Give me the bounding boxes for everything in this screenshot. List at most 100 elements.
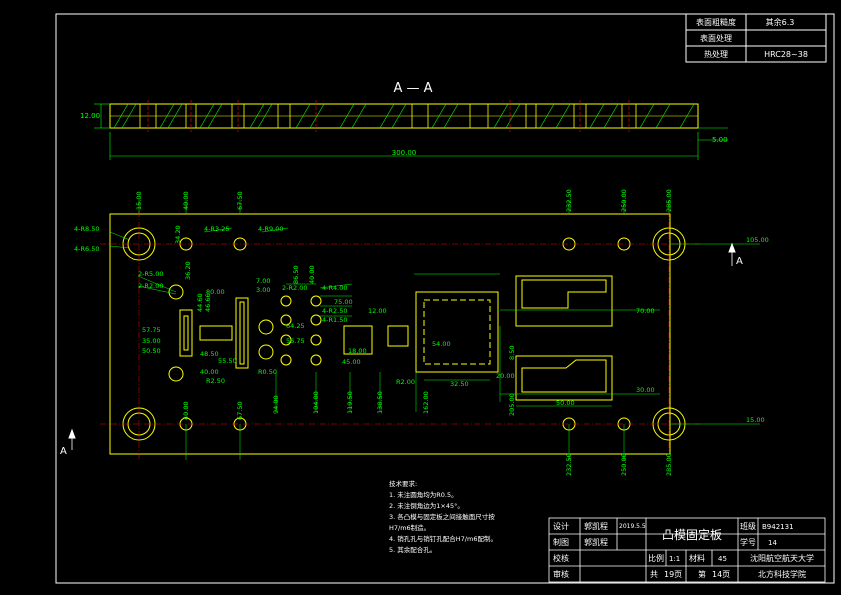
dim-top-40: 40.00 bbox=[182, 191, 190, 210]
dim-3000: 30.00 bbox=[636, 386, 655, 394]
dim-5000: 50.00 bbox=[556, 399, 575, 407]
dim-1500: 15.00 bbox=[746, 416, 765, 424]
heat-treatment-value: HRC28~38 bbox=[764, 50, 808, 59]
school-line2: 北方科技学院 bbox=[758, 569, 806, 579]
dim-r200: 2-R2.00 bbox=[138, 282, 163, 290]
dim-bot-250: 250.00 bbox=[620, 453, 628, 476]
plan-view bbox=[100, 200, 760, 460]
page-number: 14页 bbox=[712, 570, 730, 579]
dim-2r200: 2-R2.00 bbox=[282, 284, 307, 292]
tech-note-5: 4. 销孔孔与销钉孔配合H7/m6配制。 bbox=[389, 535, 497, 543]
dim-5775: 57.75 bbox=[142, 326, 161, 334]
dim-1200: 12.00 bbox=[368, 307, 387, 315]
section-dim-thickness: 12.00 bbox=[80, 112, 100, 120]
tech-note-2: 2. 未注倒角边为1×45°。 bbox=[389, 502, 464, 510]
dim-top-250: 250.00 bbox=[620, 189, 628, 212]
tech-note-1: 1. 未注圆角均为R0.5。 bbox=[389, 491, 458, 499]
tech-note-4: H7/m6制造。 bbox=[389, 524, 431, 532]
section-dim-length: 300.00 bbox=[392, 149, 417, 157]
dim-300: 3.00 bbox=[256, 286, 270, 294]
drawer-name: 郭凯程 bbox=[584, 537, 608, 547]
dim-4r250: 4-R2.50 bbox=[322, 307, 347, 315]
dim-top-285: 285.00 bbox=[665, 189, 673, 212]
dim-r650: 4-R6.50 bbox=[74, 245, 99, 253]
dim-bot-285: 285.00 bbox=[665, 453, 673, 476]
dim-bot-232: 232.50 bbox=[565, 453, 573, 476]
section-dim-right: 5.00 bbox=[712, 136, 728, 144]
dim-r850: 4-R8.50 bbox=[74, 225, 99, 233]
dim-4850: 48.50 bbox=[200, 350, 219, 358]
dim-4000-mid: 40.00 bbox=[308, 265, 316, 284]
dim-bot-40: 40.00 bbox=[182, 401, 190, 420]
material-label: 材料 bbox=[689, 553, 705, 563]
surface-table: 表面粗糙度 其余6.3 表面处理 热处理 HRC28~38 bbox=[685, 13, 827, 63]
section-markers bbox=[68, 242, 736, 450]
drawing-title: 凸模固定板 bbox=[662, 527, 722, 542]
dim-8650: 86.50 bbox=[292, 265, 300, 284]
dim-5675: 56.75 bbox=[286, 337, 305, 345]
dim-850: 8.50 bbox=[508, 346, 516, 360]
review-label: 审核 bbox=[553, 569, 569, 579]
section-mark-right: A bbox=[736, 256, 743, 267]
dim-700: 7.00 bbox=[256, 277, 270, 285]
number-label: 学号 bbox=[740, 537, 756, 547]
dim-bot-94: 94.00 bbox=[272, 395, 280, 414]
dim-4460: 44.60 bbox=[196, 293, 204, 312]
drawing-frame bbox=[55, 13, 835, 584]
dim-4r900: 4-R9.00 bbox=[258, 225, 283, 233]
title-block bbox=[548, 517, 826, 583]
dim-7000: 70.00 bbox=[636, 307, 655, 315]
dim-5550: 55.50 bbox=[218, 357, 237, 365]
section-view bbox=[109, 100, 699, 132]
dim-r250: R2.50 bbox=[206, 377, 225, 385]
plate-outline bbox=[109, 213, 671, 455]
dim-7500: 75.00 bbox=[334, 298, 353, 306]
dim-3500: 35.00 bbox=[142, 337, 161, 345]
class-value: B942131 bbox=[762, 523, 794, 531]
scale-label: 比例 bbox=[648, 553, 664, 563]
dim-2000: 20.00 bbox=[496, 372, 515, 380]
technical-notes: 技术要求: 1. 未注圆角均为R0.5。 2. 未注倒角边为1×45°。 3. … bbox=[389, 479, 497, 556]
dim-top-232: 232.50 bbox=[565, 189, 573, 212]
dim-bot-138: 138.50 bbox=[376, 391, 384, 414]
scale-value: 1:1 bbox=[669, 555, 680, 563]
tech-notes-title: 技术要求: bbox=[389, 480, 418, 488]
dim-r500: 2-R5.00 bbox=[138, 270, 163, 278]
material-value: 45 bbox=[718, 555, 727, 563]
total-pages: 19页 bbox=[664, 570, 682, 579]
dim-3420: 34.20 bbox=[174, 225, 182, 244]
design-date: 2019.5.5 bbox=[619, 523, 646, 530]
dim-top-67: 67.50 bbox=[236, 191, 244, 210]
dim-r200-b: R2.00 bbox=[396, 378, 415, 386]
surface-roughness-value: 其余6.3 bbox=[766, 17, 795, 27]
designer-name: 郭凯程 bbox=[584, 521, 608, 531]
design-label: 设计 bbox=[553, 521, 569, 531]
dim-8000: 80.00 bbox=[206, 288, 225, 296]
number-value: 14 bbox=[768, 539, 777, 547]
surface-treatment-label: 表面处理 bbox=[700, 33, 732, 43]
tech-note-6: 5. 其余配合孔。 bbox=[389, 546, 437, 554]
page-label: 第 bbox=[698, 569, 706, 579]
dim-4r325: 4-R3.25 bbox=[204, 225, 229, 233]
plan-dimension-labels: 15.00 40.00 67.50 232.50 250.00 285.00 4… bbox=[74, 189, 769, 476]
heat-treatment-label: 热处理 bbox=[704, 49, 728, 59]
dim-5050: 50.50 bbox=[142, 347, 161, 355]
dim-4666: 46.66 bbox=[204, 293, 212, 312]
dim-4r150: 4-R1.50 bbox=[322, 316, 347, 324]
dim-3620: 36.20 bbox=[184, 261, 192, 280]
dim-r050: R0.50 bbox=[258, 368, 277, 376]
section-title: A — A bbox=[393, 81, 432, 96]
dim-1800: 18.00 bbox=[348, 347, 367, 355]
dim-4000-left: 40.00 bbox=[200, 368, 219, 376]
dim-20500: 205.00 bbox=[508, 393, 516, 416]
dim-10500: 105.00 bbox=[746, 236, 769, 244]
dim-bot-67: 67.50 bbox=[236, 401, 244, 420]
section-dimensions bbox=[94, 103, 728, 160]
school-line1: 沈阳航空航天大学 bbox=[750, 553, 814, 563]
dim-6425: 64.25 bbox=[286, 322, 305, 330]
dim-bot-104: 104.00 bbox=[312, 391, 320, 414]
surface-roughness-label: 表面粗糙度 bbox=[696, 17, 736, 27]
class-label: 班级 bbox=[740, 521, 756, 531]
dim-4r400: 4-R4.00 bbox=[322, 284, 347, 292]
dim-4500: 45.00 bbox=[342, 358, 361, 366]
